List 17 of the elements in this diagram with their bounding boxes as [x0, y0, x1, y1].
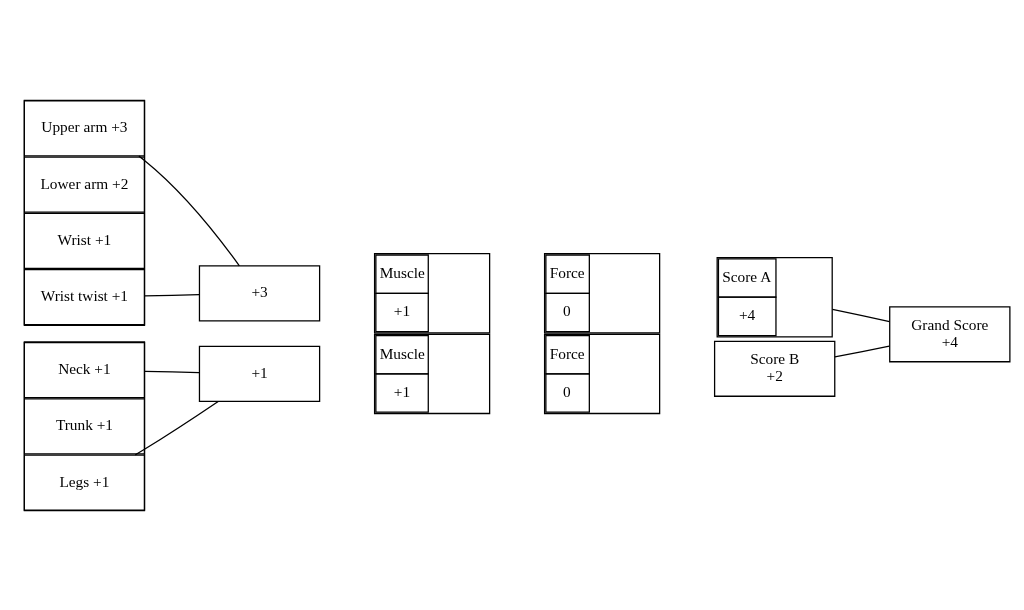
connector	[143, 370, 200, 373]
node-box: Trunk +1	[23, 397, 146, 454]
node-box: Legs +1	[23, 453, 146, 511]
node-box: Neck +1	[23, 341, 146, 398]
node-box: +1	[198, 345, 321, 402]
connector	[143, 293, 200, 297]
connector	[831, 308, 891, 322]
node-box: Grand Score +4	[889, 305, 1011, 362]
node-box: Upper arm +3	[23, 99, 146, 157]
node-box: Wrist +1	[23, 212, 146, 269]
node-box: Wrist twist +1	[23, 268, 146, 325]
node-box: +3	[198, 264, 321, 321]
connector	[134, 400, 219, 455]
node-box: Lower arm +2	[23, 156, 146, 213]
node-box: Score B +2	[713, 340, 836, 397]
connector	[138, 155, 240, 266]
connector	[834, 344, 890, 358]
